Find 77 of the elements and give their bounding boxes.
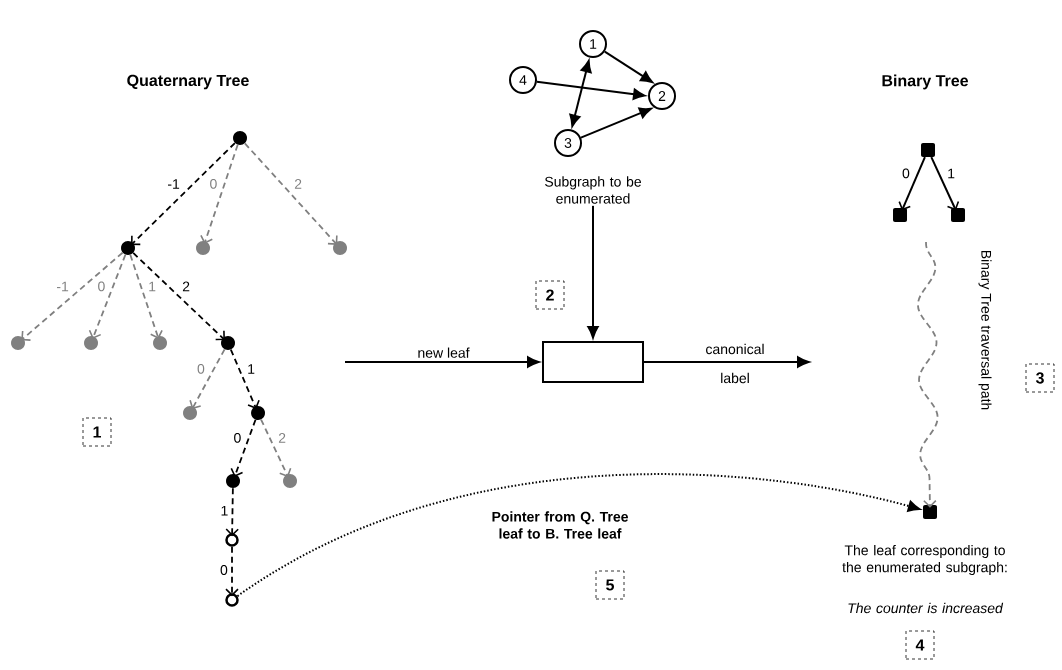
arrow <box>243 142 338 245</box>
step-number: 1 <box>82 417 112 447</box>
step-number: 4 <box>905 630 935 660</box>
edge-label: 2 <box>294 179 302 189</box>
arrow <box>579 107 652 139</box>
arrow <box>230 418 257 478</box>
arrow <box>344 356 540 368</box>
arrow <box>129 253 163 340</box>
arrow <box>88 253 127 340</box>
arrow-label: canonical <box>706 343 764 355</box>
edge-label: 0 <box>220 565 228 575</box>
arrow <box>21 251 124 341</box>
leaf-node <box>225 533 239 547</box>
tree-node <box>251 406 265 420</box>
arrow <box>236 473 921 598</box>
edge-label: 1 <box>221 505 228 516</box>
arrow <box>131 142 236 246</box>
arrow <box>603 50 653 83</box>
edge-label: -1 <box>57 281 69 292</box>
path-label: Binary Tree traversal path <box>978 250 992 410</box>
edge-label: 0 <box>210 178 217 189</box>
edge-label: new leaf <box>418 347 470 358</box>
arrow <box>189 348 226 410</box>
tree-node <box>121 241 135 255</box>
tree-node <box>11 336 25 350</box>
tree-node <box>221 336 235 350</box>
arrow <box>569 60 592 127</box>
graph-node: 3 <box>554 129 582 157</box>
tree-node <box>283 474 297 488</box>
arrow <box>225 545 239 597</box>
tree-node <box>951 208 965 222</box>
tree-node <box>921 143 935 157</box>
step-number: 3 <box>1025 363 1055 393</box>
step-number: 2 <box>535 280 565 310</box>
edge-label: 0 <box>234 432 241 443</box>
heading: Binary Tree <box>882 74 969 90</box>
process-box <box>542 341 644 383</box>
tree-node <box>196 241 210 255</box>
arrow <box>225 487 239 537</box>
edge-label: 1 <box>149 281 156 292</box>
arrow <box>898 156 926 211</box>
arrow <box>917 241 939 508</box>
tree-node <box>923 505 937 519</box>
graph-node: 4 <box>509 66 537 94</box>
caption-text: Subgraph to be enumerated <box>545 176 641 204</box>
heading: Quaternary Tree <box>127 74 249 90</box>
edge-label: 2 <box>278 433 286 443</box>
caption-text: The leaf corresponding to the enumerated subgraph: <box>842 545 1007 576</box>
pointer-label: Pointer from Q. Tree leaf to B. Tree leaf <box>492 511 628 539</box>
graph-node: 1 <box>579 30 607 58</box>
edge-label: 0 <box>98 281 105 292</box>
arrow <box>260 418 292 478</box>
tree-node <box>183 406 197 420</box>
caption-text: The counter is increased <box>848 602 1004 614</box>
edge-label: 0 <box>902 168 910 179</box>
arrow <box>535 80 646 100</box>
tree-node <box>333 241 347 255</box>
arrow <box>200 143 239 245</box>
edge-label: 0 <box>197 363 205 374</box>
arrow-label: label <box>721 372 749 384</box>
tree-node <box>153 336 167 350</box>
arrow <box>643 356 810 368</box>
arrow <box>132 252 225 341</box>
edge-label: -1 <box>168 179 180 189</box>
tree-node <box>84 336 98 350</box>
tree-node <box>226 474 240 488</box>
tree-node <box>233 131 247 145</box>
tree-node <box>893 208 907 222</box>
arrow <box>587 204 599 339</box>
edge-label: 2 <box>182 281 190 292</box>
edge-label: 1 <box>248 364 255 374</box>
graph-node: 2 <box>648 82 676 110</box>
edge-label: 1 <box>948 168 955 179</box>
step-number: 5 <box>595 570 625 600</box>
leaf-node <box>225 593 239 607</box>
arrow <box>930 156 960 211</box>
arrow <box>229 348 260 410</box>
